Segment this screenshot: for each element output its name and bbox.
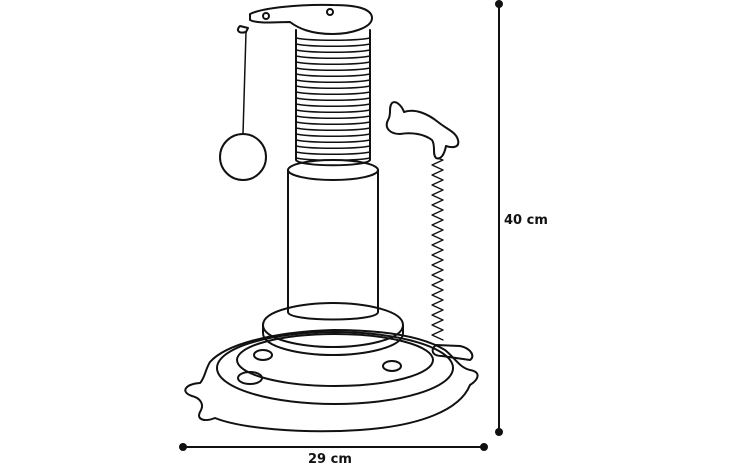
scratch-ridge (295, 133, 371, 137)
scratch-ridge (295, 49, 371, 53)
scratch-ridge (295, 109, 371, 113)
scratch-ridge (295, 121, 371, 125)
scratch-ridge (295, 103, 371, 107)
scratch-ridge (295, 55, 371, 59)
scratch-ridge (295, 67, 371, 71)
width-label: 29 cm (308, 452, 352, 467)
base-plate (184, 329, 479, 433)
scratch-post (295, 29, 371, 167)
scratch-ridge (295, 151, 371, 155)
ball-string (242, 31, 247, 135)
base-disk (262, 302, 404, 356)
width-dimension-endpoint (480, 443, 488, 451)
scratch-ridge (295, 115, 371, 119)
scratch-ridge (295, 61, 371, 65)
top-platform (249, 3, 373, 35)
height-label: 40 cm (504, 213, 548, 228)
scratch-ridge (295, 145, 371, 149)
scratch-ridge (295, 97, 371, 101)
mouse-toy (385, 101, 460, 160)
scratch-ridge (295, 139, 371, 143)
base-track-outer (216, 331, 454, 405)
scratch-ridge (295, 43, 371, 47)
hanging-ball (219, 133, 267, 181)
scratch-ridge (295, 127, 371, 131)
scratch-ridge (295, 157, 371, 161)
scratch-ridge (295, 91, 371, 95)
width-dimension-endpoint (179, 443, 187, 451)
height-dimension-endpoint (495, 428, 503, 436)
toy-spring (431, 157, 444, 341)
base-track-inner (236, 333, 434, 387)
lower-post (287, 169, 379, 321)
scratch-ridge (295, 79, 371, 83)
scratch-ridge (295, 73, 371, 77)
scratch-ridge (295, 85, 371, 89)
scratch-ridge (295, 37, 371, 41)
height-dimension-endpoint (495, 0, 503, 8)
